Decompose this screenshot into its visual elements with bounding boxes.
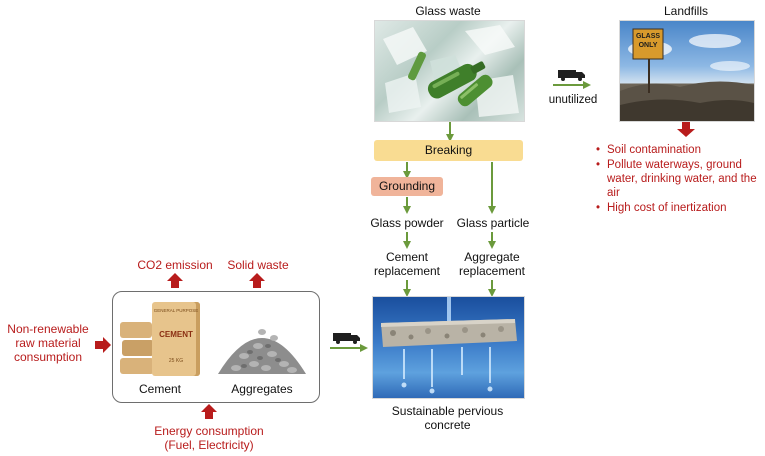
glass-waste-photo (374, 20, 525, 122)
bag-header-text: GENERAL PURPOSE (153, 308, 199, 313)
impact-inertization-cost: High cost of inertization (595, 201, 765, 215)
landfill-illustration (620, 28, 754, 121)
materials-box (112, 291, 320, 403)
broken-glass-illustration (383, 25, 519, 117)
landfills-title: Landfills (663, 4, 709, 18)
red-arrow-co2 (167, 273, 183, 288)
glass-powder-label: Glass powder (370, 216, 444, 230)
aggregate-replacement-label: Aggregate replacement (458, 250, 526, 278)
cement-replacement-label: Cement replacement (373, 250, 441, 278)
energy-consumption-label: Energy consumption (Fuel, Electricity) (154, 424, 264, 452)
bag-cement-text: CEMENT (159, 330, 193, 339)
co2-emission-label: CO2 emission (137, 258, 213, 272)
landfill-photo: GLASS ONLY (619, 20, 755, 122)
impact-pollute-waterways: Pollute waterways, ground water, drinkin… (595, 158, 765, 200)
breaking-box: Breaking (374, 140, 523, 161)
solid-waste-label: Solid waste (227, 258, 289, 272)
sustainable-concrete-label: Sustainable pervious concrete (391, 404, 504, 432)
red-arrow-energy (201, 404, 217, 419)
cement-label: Cement (138, 382, 182, 396)
aggregates-label: Aggregates (231, 382, 293, 396)
aggregates-pile-illustration (214, 306, 310, 381)
bag-weight-text: 25 KG (168, 358, 184, 364)
red-arrow-landfill (677, 122, 695, 137)
glass-only-sign: GLASS ONLY (635, 33, 661, 49)
red-arrow-raw-material (95, 337, 111, 353)
red-arrow-solid-waste (249, 273, 265, 288)
glass-waste-title: Glass waste (415, 4, 481, 18)
truck-icon-concrete (333, 331, 361, 349)
glass-particle-label: Glass particle (456, 216, 530, 230)
grounding-box: Grounding (371, 177, 443, 196)
truck-icon-landfill (558, 68, 586, 86)
concrete-slab-illustration (381, 297, 517, 394)
raw-material-label: Non-renewable raw material consumption (7, 322, 89, 364)
cement-bags-illustration: GENERAL PURPOSE CEMENT 25 KG (118, 298, 210, 378)
unutilized-label: unutilized (548, 94, 598, 106)
impact-soil-contamination: Soil contamination (595, 143, 765, 157)
landfill-impacts-list: Soil contamination Pollute waterways, gr… (595, 143, 765, 216)
pervious-concrete-photo (372, 296, 525, 399)
